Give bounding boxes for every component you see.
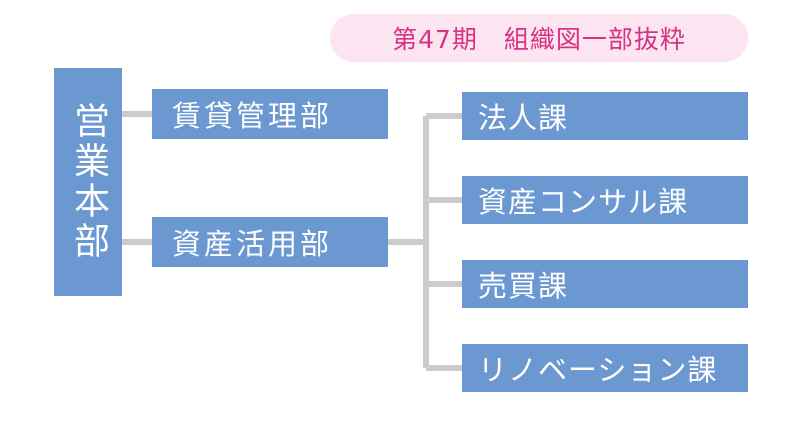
- corporate-section-box: 法人課: [462, 92, 748, 140]
- sales-headquarters-label: 営業本部: [68, 102, 109, 262]
- renovation-section-box: リノベーション課: [462, 344, 748, 392]
- sales-section-label: 売買課: [478, 269, 569, 303]
- sales-headquarters-box: 営業本部: [54, 68, 122, 296]
- asset-utilization-dept-label: 資産活用部: [172, 227, 333, 261]
- asset-utilization-dept-box: 資産活用部: [152, 217, 388, 267]
- asset-consulting-section-label: 資産コンサル課: [478, 185, 689, 219]
- diagram-title: 第47期 組織図一部抜粋: [330, 14, 748, 62]
- rental-management-dept-box: 賃貸管理部: [152, 89, 388, 139]
- asset-consulting-section-box: 資産コンサル課: [462, 176, 748, 224]
- rental-management-dept-label: 賃貸管理部: [172, 99, 333, 133]
- sales-section-box: 売買課: [462, 260, 748, 308]
- renovation-section-label: リノベーション課: [478, 353, 718, 387]
- corporate-section-label: 法人課: [478, 101, 569, 135]
